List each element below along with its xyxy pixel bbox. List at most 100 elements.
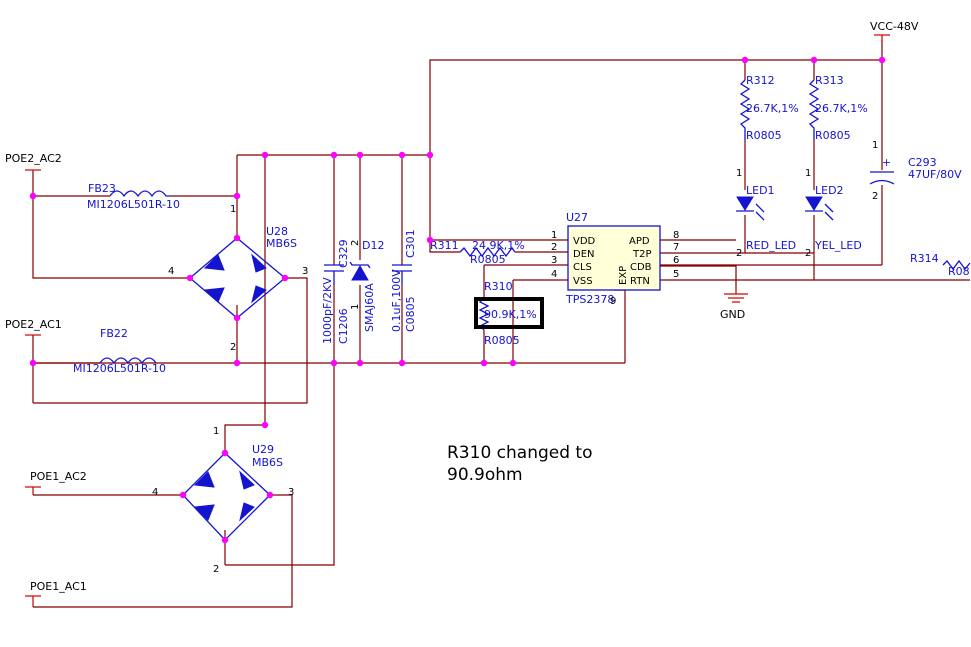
led2-pin2: 2	[805, 248, 811, 259]
r310-value: 90.9K,1%	[484, 308, 537, 321]
poe2-ac2-label: POE2_AC2	[5, 152, 62, 165]
u28-pin1: 1	[230, 204, 236, 215]
c293-electrolytic-capacitor: + 1 2 C293 47UF/80V	[869, 140, 962, 202]
led1-pin2: 2	[736, 248, 742, 259]
u28-pin2: 2	[230, 342, 236, 353]
junctions	[29, 56, 886, 544]
u27-pin-den: DEN	[573, 249, 595, 260]
fb22-value: MI1206L501R-10	[73, 362, 166, 375]
u28-bridge-rectifier: 1 2 3 4 U28 MB6S	[168, 204, 308, 353]
d12-tvs-diode: 2 1 D12 SMAJ60A	[349, 239, 384, 332]
u27-pinnum-8: 8	[673, 230, 679, 241]
c293-pin2: 2	[872, 191, 878, 202]
u29-pin1: 1	[213, 426, 219, 437]
led2-value: YEL_LED	[814, 239, 862, 252]
r311-ref: R311	[430, 239, 459, 252]
d12-value: SMAJ60A	[363, 283, 376, 332]
u27-ref: U27	[566, 211, 588, 224]
u27-pin-vdd: VDD	[573, 236, 596, 247]
net-labels: VCC-48V POE2_AC2 POE2_AC1 POE1_AC2 POE1_…	[5, 20, 919, 607]
fb23-value: MI1206L501R-10	[87, 198, 180, 211]
u29-bridge-rectifier: 1 2 3 4 U29 MB6S	[152, 426, 294, 575]
c293-value: 47UF/80V	[908, 168, 962, 181]
u29-ref: U29	[252, 443, 274, 456]
led1-value: RED_LED	[746, 239, 796, 252]
r313-value: 26.7K,1%	[815, 102, 868, 115]
r311-resistor: R311 24.9K,1% R0805	[430, 239, 525, 266]
led2-yel-led: 1 2 LED2 YEL_LED	[805, 168, 862, 259]
u27-pin-cls: CLS	[573, 262, 592, 273]
u27-pinnum-9: 9	[610, 296, 616, 307]
r313-ref: R313	[815, 74, 844, 87]
r311-value: 24.9K,1%	[472, 239, 525, 252]
note-line-2: 90.9ohm	[447, 465, 523, 485]
u28-pin3: 3	[302, 266, 308, 277]
u27-pin-cdb: CDB	[630, 262, 652, 273]
u27-pinnum-1: 1	[551, 230, 557, 241]
fb22-ref: FB22	[100, 327, 128, 340]
u27-pinnum-5: 5	[673, 269, 679, 280]
u27-pinnum-2: 2	[551, 242, 557, 253]
c301-value: 0.1uF,100V	[390, 269, 403, 332]
u27-pinnum-4: 4	[551, 269, 557, 280]
r314-resistor: R314 R08	[910, 252, 971, 278]
c301-ref: C301	[404, 229, 417, 258]
c329-value: 1000pF/2KV	[321, 277, 334, 344]
d12-pin2: 2	[350, 240, 361, 246]
u29-pin3: 3	[288, 487, 294, 498]
r314-value: R08	[948, 265, 970, 278]
r310-package: R0805	[484, 334, 520, 347]
u27-pinnum-6: 6	[673, 255, 679, 266]
r312-value: 26.7K,1%	[746, 102, 799, 115]
wires	[32, 40, 970, 608]
c301-package: C0805	[404, 296, 417, 332]
c329-capacitor: C329 1000pF/2KV C1206	[321, 239, 350, 344]
u29-pin2: 2	[213, 564, 219, 575]
u27-pin-t2p: T2P	[632, 249, 652, 260]
led1-red-led: 1 2 LED1 RED_LED	[736, 168, 796, 259]
led2-pin1: 1	[805, 168, 811, 179]
r310-highlight-box	[474, 297, 544, 329]
u27-body	[567, 225, 661, 291]
vcc-net-label: VCC-48V	[870, 20, 919, 33]
u28-ref: U28	[266, 225, 288, 238]
poe1-ac1-label: POE1_AC1	[30, 580, 87, 593]
r313-resistor: R313 26.7K,1% R0805	[808, 74, 868, 142]
d12-ref: D12	[362, 239, 384, 252]
u27-tps2378-ic: U27 TPS2378 VDD DEN CLS VSS 1 2 3 4 APD …	[551, 211, 679, 307]
c329-ref: C329	[337, 239, 350, 268]
c301-capacitor: C301 0.1uF,100V C0805	[390, 229, 417, 332]
fb22-ferrite-bead: FB22 MI1206L501R-10	[73, 327, 166, 375]
c293-ref: C293	[908, 156, 937, 169]
change-note: R310 changed to 90.9ohm	[447, 443, 593, 485]
u28-value: MB6S	[266, 237, 297, 250]
r310-resistor: R310 90.9K,1% R0805	[474, 280, 544, 347]
u27-pinnum-7: 7	[673, 242, 679, 253]
r314-ref: R314	[910, 252, 939, 265]
r312-ref: R312	[746, 74, 775, 87]
u27-pin-rtn: RTN	[630, 276, 650, 287]
led1-ref: LED1	[746, 184, 775, 197]
u28-pin4: 4	[168, 266, 174, 277]
u29-value: MB6S	[252, 456, 283, 469]
u27-pinnum-3: 3	[551, 255, 557, 266]
u27-value: TPS2378	[565, 293, 614, 306]
u29-pin4: 4	[152, 487, 158, 498]
r312-package: R0805	[746, 129, 782, 142]
c293-plus-sign: +	[882, 156, 891, 169]
led2-ref: LED2	[815, 184, 844, 197]
c293-pin1: 1	[872, 140, 878, 151]
led1-pin1: 1	[736, 168, 742, 179]
c329-package: C1206	[337, 308, 350, 344]
note-line-1: R310 changed to	[447, 443, 593, 463]
poe2-ac1-label: POE2_AC1	[5, 318, 62, 331]
r310-ref: R310	[484, 280, 513, 293]
u27-exp-label: EXP	[618, 266, 629, 285]
poe1-ac2-label: POE1_AC2	[30, 470, 87, 483]
u27-pin-vss: VSS	[573, 276, 593, 287]
r313-package: R0805	[815, 129, 851, 142]
d12-pin1: 1	[350, 304, 361, 310]
r312-resistor: R312 26.7K,1% R0805	[739, 74, 799, 142]
r311-package: R0805	[470, 253, 506, 266]
